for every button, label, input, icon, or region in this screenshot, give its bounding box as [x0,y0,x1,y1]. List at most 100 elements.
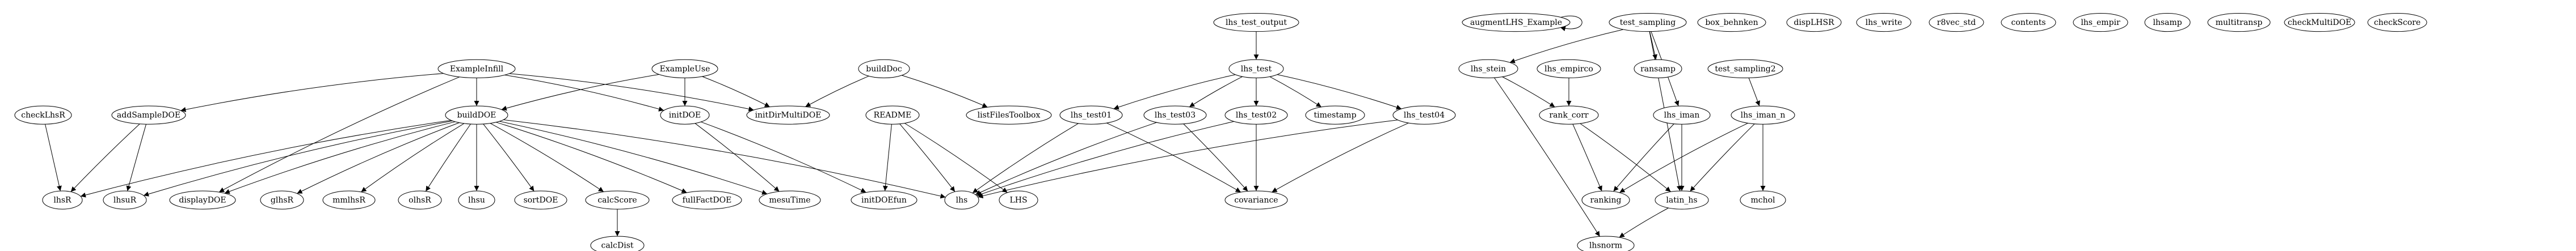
node-shape [1228,59,1284,78]
node-listFilesToolbox[interactable]: listFilesToolbox [966,105,1052,125]
node-lhs_test03[interactable]: lhs_test03 [1143,105,1207,125]
node-lhs_empir[interactable]: lhs_empir [2073,12,2128,32]
node-lhs_write[interactable]: lhs_write [1856,12,1912,32]
edge-ExampleInfill-to-initDirMultiDOE [509,73,754,112]
node-lhs_empirco[interactable]: lhs_empirco [1537,59,1601,78]
node-label: lhs [956,196,968,205]
node-lhsnorm[interactable]: lhsnorm [1577,236,1635,251]
node-label: timestamp [1314,111,1356,120]
node-checkLhsR[interactable]: checkLhsR [14,105,72,125]
node-lhsu[interactable]: lhsu [458,190,495,210]
node-shape [1224,190,1288,210]
node-shape [966,105,1052,125]
node-latin_hs[interactable]: latin_hs [1655,190,1709,210]
node-checkMultiDOE[interactable]: checkMultiDOE [2284,12,2355,32]
node-shape [999,190,1038,210]
node-sortDOE[interactable]: sortDOE [514,190,567,210]
node-ranking[interactable]: ranking [1581,190,1630,210]
node-ExampleInfill[interactable]: ExampleInfill [437,59,516,78]
node-label: lhs_empir [2081,18,2120,27]
node-calcScore[interactable]: calcScore [585,190,650,210]
node-shape [651,59,718,78]
node-r8vec_std[interactable]: r8vec_std [1929,12,1984,32]
node-label: checkMultiDOE [2288,18,2351,27]
node-label: buildDoc [866,65,902,74]
node-label: ExampleUse [660,65,710,74]
node-label: lhs_iman [1664,111,1700,120]
node-contents[interactable]: contents [2001,12,2056,32]
edge-lhs_test-to-lhs_test01 [1113,74,1236,110]
node-LHS[interactable]: LHS [999,190,1038,210]
node-test_sampling2[interactable]: test_sampling2 [1707,59,1783,78]
node-lhs_iman_n[interactable]: lhs_iman_n [1731,105,1795,125]
node-lhs_test01[interactable]: lhs_test01 [1059,105,1123,125]
edge-addSampleDOE-to-lhsuR [126,124,146,192]
edge-lhs_test04-to-covariance [1272,122,1409,193]
node-lhs_stein[interactable]: lhs_stein [1458,59,1518,78]
edge-buildDOE-to-lhsuR [143,120,453,197]
node-lhsR[interactable]: lhsR [42,190,83,210]
node-label: glhsR [271,196,294,205]
node-label: fullFactDOE [683,196,732,205]
node-calcDist[interactable]: calcDist [590,236,645,251]
edge-test_sampling-to-ransamp [1649,31,1657,60]
node-shape [14,105,72,125]
edge-buildDoc-to-listFilesToolbox [902,75,988,108]
node-lhsamp[interactable]: lhsamp [2144,12,2191,32]
node-shape [944,190,979,210]
node-checkScore[interactable]: checkScore [2367,12,2427,32]
node-lhs_test04[interactable]: lhs_test04 [1392,105,1456,125]
node-mchol[interactable]: mchol [1740,190,1786,210]
node-olhsR[interactable]: olhsR [398,190,442,210]
node-displayDOE[interactable]: displayDOE [169,190,236,210]
edge-rank_corr-to-ranking [1572,124,1602,192]
node-ExampleUse[interactable]: ExampleUse [651,59,718,78]
node-multitransp[interactable]: multitransp [2207,12,2271,32]
edge-lhs_test02-to-lhs [976,121,1235,197]
node-shape [1707,59,1783,78]
node-lhs[interactable]: lhs [944,190,979,210]
node-shape [1462,12,1571,32]
node-buildDoc[interactable]: buildDoc [858,59,910,78]
node-label: initDirMultiDOE [755,111,822,120]
node-shape [2144,12,2191,32]
edge-ExampleUse-to-initDirMultiDOE [702,76,771,108]
node-mmlhsR[interactable]: mmlhsR [322,190,376,210]
node-ransamp[interactable]: ransamp [1634,59,1682,78]
node-covariance[interactable]: covariance [1224,190,1288,210]
node-test_sampling[interactable]: test_sampling [1609,12,1687,32]
node-lhs_test[interactable]: lhs_test [1228,59,1284,78]
node-timestamp[interactable]: timestamp [1305,105,1365,125]
node-buildDOE[interactable]: buildDOE [445,105,508,125]
node-rank_corr[interactable]: rank_corr [1539,105,1599,125]
node-initDirMultiDOE[interactable]: initDirMultiDOE [746,105,830,125]
node-mesuTime[interactable]: mesuTime [759,190,821,210]
node-shape [2207,12,2271,32]
node-initDOEfun[interactable]: initDOEfun [851,190,917,210]
node-lhs_test02[interactable]: lhs_test02 [1224,105,1288,125]
node-augmentLHS_Example[interactable]: augmentLHS_Example [1462,12,1571,32]
node-lhsuR[interactable]: lhsuR [103,190,147,210]
node-shape [514,190,567,210]
edge-addSampleDOE-to-lhsR [70,124,140,192]
edge-lhs_iman_n-to-ranking [1619,122,1748,193]
node-shape [865,105,920,125]
node-addSampleDOE[interactable]: addSampleDOE [111,105,186,125]
node-lhs_test_output[interactable]: lhs_test_output [1213,12,1299,32]
node-README[interactable]: README [865,105,920,125]
edge-buildDOE-to-lhs [503,119,946,199]
node-dispLHSR[interactable]: dispLHSR [1786,12,1842,32]
edge-buildDOE-to-calcScore [490,123,604,192]
edge-buildDOE-to-sortDOE [483,124,534,192]
node-glhsR[interactable]: glhsR [260,190,304,210]
node-shape [111,105,186,125]
node-label: covariance [1234,196,1278,205]
node-box_behnken[interactable]: box_behnken [1697,12,1766,32]
node-label: lhs_empirco [1544,65,1593,74]
edge-buildDOE-to-lhsR [80,120,452,198]
node-label: lhsR [53,196,71,205]
node-label: multitransp [2216,18,2263,27]
node-fullFactDOE[interactable]: fullFactDOE [672,190,742,210]
node-initDOE[interactable]: initDOE [660,105,710,125]
node-lhs_iman[interactable]: lhs_iman [1653,105,1711,125]
